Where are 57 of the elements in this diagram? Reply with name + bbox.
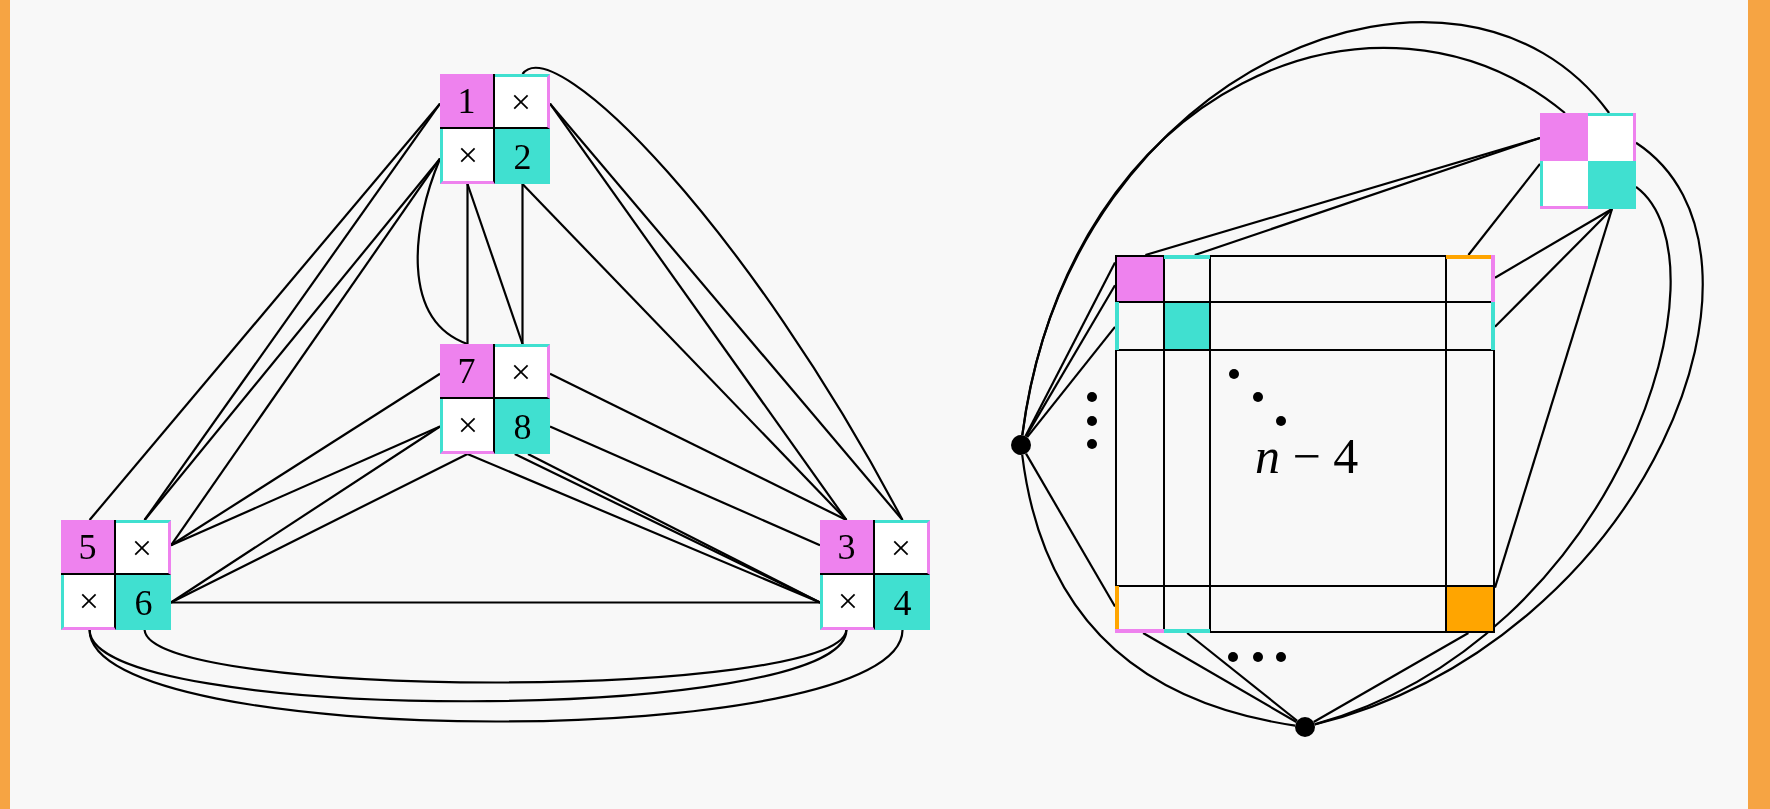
grid-cell bbox=[61, 575, 116, 630]
grid-cell bbox=[820, 575, 875, 630]
grid-cell bbox=[440, 129, 495, 184]
edge bbox=[466, 183, 524, 345]
cell-label: × bbox=[78, 583, 100, 619]
cell-label: × bbox=[457, 407, 479, 443]
cell-label: × bbox=[457, 137, 479, 173]
grid-cell bbox=[495, 74, 550, 129]
edge bbox=[1493, 208, 1614, 588]
curved-edge bbox=[1021, 454, 1296, 727]
curved-edge bbox=[416, 158, 468, 345]
edge bbox=[170, 453, 468, 604]
grid-cell bbox=[495, 129, 550, 184]
edge bbox=[1494, 208, 1613, 328]
edge bbox=[1467, 163, 1541, 256]
cell-label: 8 bbox=[513, 408, 532, 445]
edge bbox=[1313, 632, 1469, 723]
edge bbox=[1025, 453, 1116, 608]
curved-edge bbox=[143, 629, 848, 684]
edge bbox=[466, 184, 469, 344]
curved-edge bbox=[1314, 186, 1672, 726]
grid-cell bbox=[116, 520, 171, 575]
cell-label: × bbox=[837, 583, 859, 619]
edge bbox=[170, 425, 441, 547]
grid-cell bbox=[440, 344, 495, 399]
edge bbox=[1142, 632, 1297, 723]
checkered-grid bbox=[1540, 113, 1636, 209]
grid-cell bbox=[440, 399, 495, 454]
grid-size-label: n − 4 bbox=[1255, 431, 1359, 481]
edge bbox=[521, 184, 524, 344]
cell-label: × bbox=[890, 530, 912, 566]
cell-label: 7 bbox=[457, 352, 476, 389]
cell-label: 2 bbox=[513, 138, 532, 175]
grid-cell bbox=[61, 520, 116, 575]
edge bbox=[1186, 632, 1298, 722]
grid-cell bbox=[875, 520, 930, 575]
edge bbox=[1026, 326, 1116, 438]
cell-label: 5 bbox=[78, 528, 97, 565]
cell-label: 1 bbox=[457, 82, 476, 119]
cell-label: × bbox=[131, 530, 153, 566]
cell-label: 4 bbox=[893, 584, 912, 621]
grid-cell bbox=[820, 520, 875, 575]
cell-label: × bbox=[510, 84, 532, 120]
edge bbox=[549, 372, 847, 521]
edge bbox=[170, 425, 441, 604]
grid-cell bbox=[495, 344, 550, 399]
cell-label: 6 bbox=[134, 584, 153, 621]
edge bbox=[1494, 208, 1613, 279]
grid-cell bbox=[875, 575, 930, 630]
cell-label: 3 bbox=[837, 528, 856, 565]
grid-cell bbox=[440, 74, 495, 129]
grid-cell bbox=[495, 399, 550, 454]
grid-cell bbox=[116, 575, 171, 630]
curved-edge bbox=[88, 629, 848, 703]
edge bbox=[171, 601, 820, 604]
edge bbox=[549, 425, 821, 547]
cell-label: × bbox=[510, 354, 532, 390]
